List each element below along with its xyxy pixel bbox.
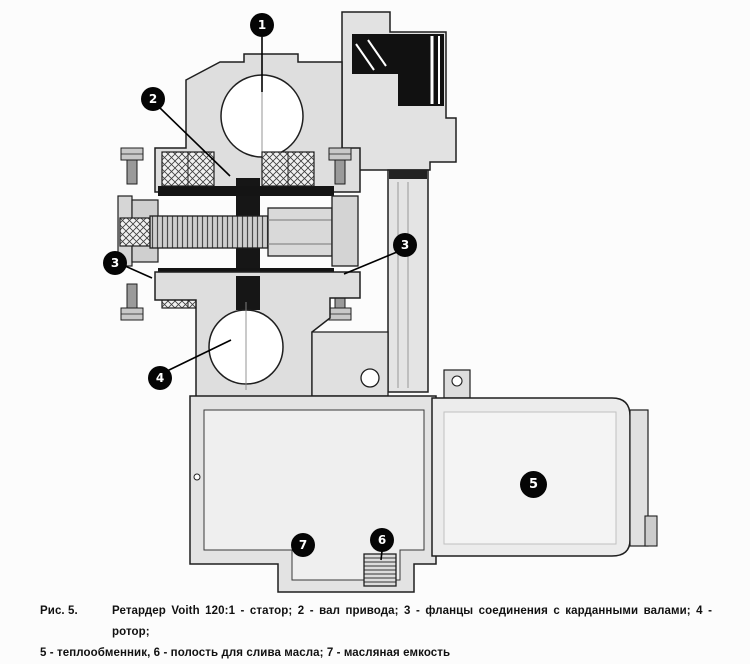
callout-4: 4 bbox=[149, 367, 171, 389]
oil-reservoir bbox=[189, 395, 437, 593]
caption-title: Ретардер Voith 120: bbox=[112, 605, 229, 617]
heat-exchanger bbox=[431, 369, 658, 557]
retarder-cross-section-diagram bbox=[117, 11, 658, 593]
right-housing-panel bbox=[387, 169, 429, 393]
scanned-page: 1 2 3 3 4 5 6 7 Рис. 5. Ретардер Voith 1… bbox=[40, 11, 712, 659]
drive-shaft-assembly bbox=[117, 178, 359, 286]
caption-items-line-1: 1 - статор; 2 - вал привода; 3 - фланцы … bbox=[112, 605, 712, 638]
callout-3-right: 3 bbox=[394, 234, 416, 256]
rotor-housing bbox=[154, 271, 361, 399]
caption-line-2: 5 - теплообменник, 6 - полость для слива… bbox=[40, 647, 451, 659]
callout-1: 1 bbox=[251, 14, 273, 36]
callout-7: 7 bbox=[292, 534, 314, 556]
callout-2: 2 bbox=[142, 88, 164, 110]
figure-area: 1 2 3 3 4 5 6 7 bbox=[104, 11, 658, 593]
callout-3-left: 3 bbox=[104, 252, 126, 274]
callout-5: 5 bbox=[521, 472, 546, 497]
leader-lines bbox=[124, 37, 398, 561]
figure-number-label: Рис. 5. bbox=[40, 605, 78, 617]
figure-caption: Рис. 5. Ретардер Voith 120:1 - статор; 2… bbox=[0, 598, 750, 664]
caption-line-1-text: Ретардер Voith 120:1 - статор; 2 - вал п… bbox=[112, 601, 712, 643]
caption-line-1: Рис. 5. Ретардер Voith 120:1 - статор; 2… bbox=[40, 601, 712, 643]
housing-connector bbox=[311, 331, 389, 397]
upper-right-housing bbox=[341, 11, 457, 171]
oil-drain-plug bbox=[363, 553, 397, 587]
callout-6: 6 bbox=[371, 529, 393, 551]
